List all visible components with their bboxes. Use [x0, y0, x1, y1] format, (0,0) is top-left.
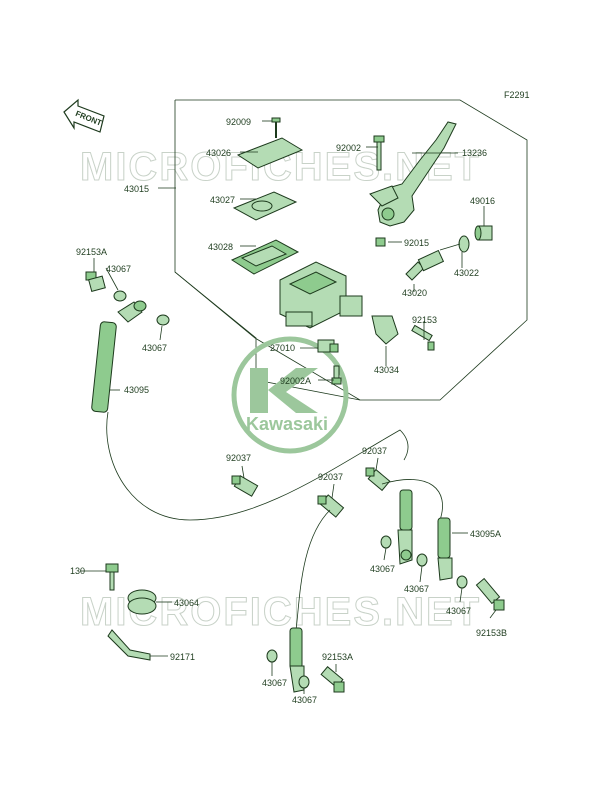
label-43067-e: 43067 [446, 606, 471, 616]
clamp-43034 [371, 315, 399, 345]
bolt-130 [105, 563, 119, 591]
label-43067-d: 43067 [404, 584, 429, 594]
label-43067-a: 43067 [106, 264, 131, 274]
label-92153B: 92153B [476, 628, 507, 638]
lever-13236 [369, 121, 457, 227]
front-arrow: FRONT [63, 98, 105, 133]
label-92037-a: 92037 [226, 453, 251, 463]
label-43028: 43028 [208, 242, 233, 252]
label-43095A: 43095A [470, 529, 501, 539]
label-130: 130 [70, 566, 85, 576]
label-43095: 43095 [124, 385, 149, 395]
boot-43022 [458, 235, 470, 253]
label-92153: 92153 [412, 315, 437, 325]
kawasaki-logo: Kawasaki [231, 336, 349, 454]
bolt-92153A-top [85, 271, 106, 292]
label-49016: 49016 [470, 196, 495, 206]
washer-43067-g [298, 675, 310, 689]
label-43067-g: 43067 [292, 695, 317, 705]
washer-43067-b [156, 314, 170, 326]
label-92015: 92015 [404, 238, 429, 248]
hose-43095A [289, 479, 453, 693]
washer-43067-f [266, 649, 278, 663]
label-43022: 43022 [454, 268, 479, 278]
piston-43020 [405, 243, 461, 281]
label-43020: 43020 [402, 288, 427, 298]
washer-43067-c [380, 535, 392, 549]
label-27010: 27010 [270, 343, 295, 353]
label-92002A: 92002A [280, 376, 311, 386]
label-43067-b: 43067 [142, 343, 167, 353]
switch-27010 [317, 339, 339, 353]
label-92002: 92002 [336, 143, 361, 153]
cap-43026 [236, 137, 304, 169]
screw-92009 [271, 117, 281, 138]
bolt-92153B [475, 577, 505, 611]
label-13236: 13236 [462, 148, 487, 158]
label-43026: 43026 [206, 148, 231, 158]
washer-43067-e [456, 575, 468, 589]
label-43067-c: 43067 [370, 564, 395, 574]
assembly-boundary-inner [174, 271, 361, 401]
label-43027: 43027 [210, 195, 235, 205]
bolt-92002 [373, 135, 385, 171]
master-cylinder-43015 [279, 261, 363, 329]
label-43067-f: 43067 [262, 678, 287, 688]
leader-lines [80, 120, 497, 694]
label-43034: 43034 [374, 365, 399, 375]
label-92009: 92009 [226, 117, 251, 127]
label-92153A-bottom: 92153A [322, 652, 353, 662]
label-92171: 92171 [170, 652, 195, 662]
label-92037-b: 92037 [318, 472, 343, 482]
label-43064: 43064 [174, 598, 199, 608]
label-43015: 43015 [124, 184, 149, 194]
clamp-92171 [107, 629, 151, 661]
label-92153A-top: 92153A [76, 247, 107, 257]
part-labels: 92009 43026 92002 13236 43015 43027 4901… [70, 117, 507, 705]
screw-92002A [331, 365, 342, 385]
brand-text: Kawasaki [246, 414, 328, 434]
plate-43027 [232, 191, 298, 221]
washer-43067-a [113, 290, 127, 302]
bolt-92153A-bottom [320, 666, 345, 693]
grommet-43064 [127, 589, 157, 615]
bolt-92153 [411, 324, 435, 351]
nut-92015 [375, 237, 386, 247]
banjo-bolt-92037-b [317, 494, 345, 518]
hose-43095 [91, 300, 409, 521]
diagram-code: F2291 [504, 90, 530, 100]
label-92037-c: 92037 [362, 446, 387, 456]
banjo-bolt-92037-a [231, 475, 259, 497]
washer-43067-d [416, 553, 428, 567]
pivot-49016 [474, 225, 493, 241]
banjo-bolt-92037-c [365, 467, 391, 492]
